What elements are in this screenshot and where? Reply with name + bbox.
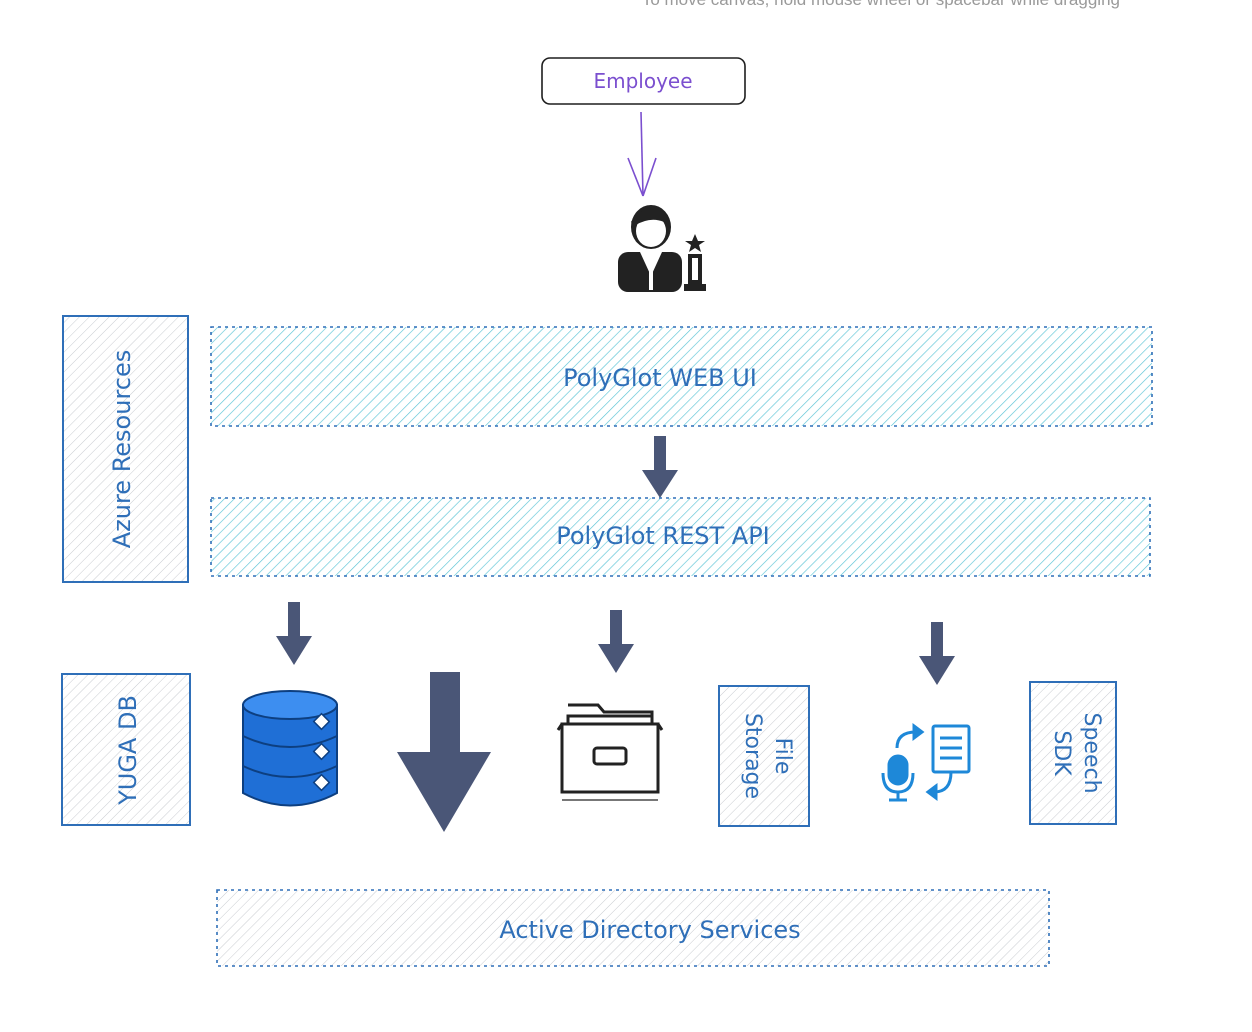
file-storage-box[interactable]: File Storage — [718, 685, 810, 827]
speech-sdk-label-line1: Speech — [1079, 712, 1104, 793]
rest-api-box[interactable]: PolyGlot REST API — [210, 497, 1151, 577]
api-to-db-arrow[interactable] — [276, 602, 312, 665]
azure-resources-label: Azure Resources — [108, 350, 136, 549]
to-active-directory-arrow[interactable] — [397, 672, 491, 832]
canvas-hint-text: To move canvas, hold mouse wheel or spac… — [0, 0, 1120, 10]
azure-resources-box[interactable]: Azure Resources — [62, 315, 189, 583]
file-storage-label-line2: Storage — [740, 713, 765, 799]
active-directory-box[interactable]: Active Directory Services — [216, 889, 1050, 967]
employee-label: Employee — [593, 69, 692, 93]
employee-avatar-icon — [618, 205, 706, 292]
rest-api-label: PolyGlot REST API — [556, 522, 770, 550]
file-storage-label-line1: File — [770, 738, 795, 775]
employee-node[interactable]: Employee — [541, 57, 746, 105]
yuga-db-box[interactable]: YUGA DB — [61, 673, 191, 826]
api-to-speech-arrow[interactable] — [919, 622, 955, 685]
active-directory-label: Active Directory Services — [499, 916, 800, 944]
employee-arrow[interactable] — [627, 111, 657, 197]
yuga-db-label: YUGA DB — [114, 695, 142, 806]
speech-sdk-label-line2: SDK — [1049, 730, 1074, 776]
web-ui-label: PolyGlot WEB UI — [563, 364, 757, 392]
speech-sdk-box[interactable]: Speech SDK — [1029, 681, 1117, 825]
web-ui-box[interactable]: PolyGlot WEB UI — [210, 326, 1153, 427]
web-to-api-arrow[interactable] — [642, 436, 678, 498]
api-to-storage-arrow[interactable] — [598, 610, 634, 673]
file-cabinet-icon — [556, 703, 664, 801]
speech-to-text-icon — [881, 723, 971, 802]
database-icon — [242, 690, 338, 807]
